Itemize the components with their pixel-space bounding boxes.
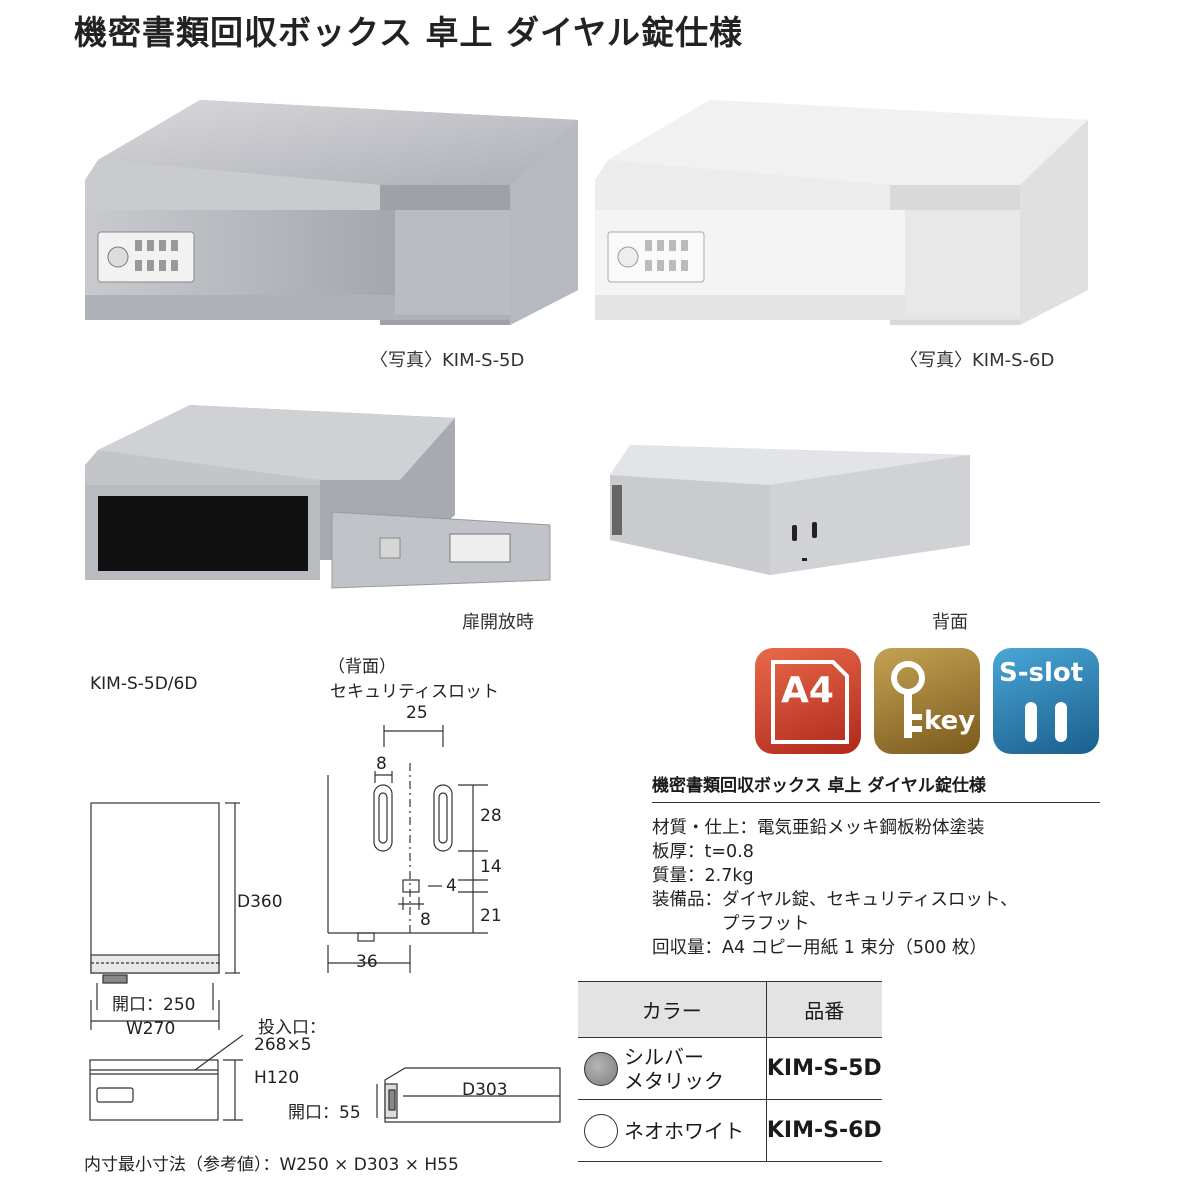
part-number: KIM-S-6D xyxy=(765,1099,882,1162)
dim-8-top: 8 xyxy=(376,754,387,774)
spec-weight: 質量：2.7kg xyxy=(652,866,754,886)
top-view-drawing xyxy=(90,802,240,1030)
slot-icon xyxy=(1025,702,1067,742)
inner-dimension-note: 内寸最小寸法（参考値）：W250 × D303 × H55 xyxy=(84,1155,459,1175)
dim-opening-55: 開口：55 xyxy=(288,1103,361,1123)
color-cell: ネオホワイト xyxy=(578,1099,766,1162)
part-header: 品番 xyxy=(765,981,882,1038)
key-icon xyxy=(891,661,925,738)
dim-28: 28 xyxy=(480,806,502,826)
silver-box-photo xyxy=(85,100,578,325)
spec-equipment: 装備品：ダイヤル錠、セキュリティスロット、 xyxy=(652,890,1018,910)
table-row: シルバーメタリック KIM-S-5D xyxy=(578,1037,882,1100)
dim-opening-250: 開口：250 xyxy=(112,995,196,1015)
color-table: カラー 品番 シルバーメタリック KIM-S-5D ネオホワイト KIM-S-6… xyxy=(578,981,882,1162)
dim-8-bottom: 8 xyxy=(420,910,431,930)
dim-w270: W270 xyxy=(126,1019,176,1039)
silver-swatch xyxy=(584,1051,618,1086)
key-badge-label: key xyxy=(924,706,976,736)
spec-title: 機密書類回収ボックス 卓上 ダイヤル錠仕様 xyxy=(652,776,986,796)
a4-badge-label: A4 xyxy=(781,670,834,711)
s-slot-badge-label: S-slot xyxy=(999,658,1084,688)
page-title: 機密書類回収ボックス 卓上 ダイヤル錠仕様 xyxy=(74,13,743,52)
dim-d303: D303 xyxy=(462,1080,508,1100)
color-name-line1: シルバー xyxy=(624,1044,704,1069)
key-badge: key xyxy=(874,648,980,754)
security-slot-drawing xyxy=(327,725,488,973)
open-door-photo xyxy=(85,405,551,589)
side-view-drawing xyxy=(376,1067,561,1123)
a4-badge: A4 xyxy=(755,648,861,754)
white-photo-caption: 〈写真〉KIM-S-6D xyxy=(900,350,1055,371)
inlet-label-2: 268×5 xyxy=(254,1035,312,1055)
part-number: KIM-S-5D xyxy=(765,1037,882,1100)
color-name: ネオホワイト xyxy=(624,1118,744,1143)
color-cell: シルバーメタリック xyxy=(578,1037,766,1100)
back-view-photo xyxy=(610,445,970,575)
silver-photo-caption: 〈写真〉KIM-S-5D xyxy=(370,350,525,371)
front-view-drawing xyxy=(89,1034,244,1121)
spec-capacity: 回収量：A4 コピー用紙 1 束分（500 枚） xyxy=(652,938,987,958)
spec-equipment-cont: プラフット xyxy=(652,914,810,934)
spec-divider xyxy=(652,802,1100,803)
dim-4: 4 xyxy=(446,876,457,896)
rear-label: （背面） xyxy=(328,657,396,677)
white-swatch xyxy=(584,1113,618,1148)
inlet-label-1: 投入口： xyxy=(258,1018,326,1038)
color-name-line2: メタリック xyxy=(624,1068,724,1093)
spec-list: 材質・仕上：電気亜鉛メッキ鋼板粉体塗装 板厚：t=0.8 質量：2.7kg 装備… xyxy=(652,816,1018,960)
back-view-caption: 背面 xyxy=(932,612,968,633)
dim-h120: H120 xyxy=(254,1068,300,1088)
s-slot-badge: S-slot xyxy=(993,648,1099,754)
open-door-caption: 扉開放時 xyxy=(462,612,534,633)
color-header: カラー xyxy=(578,981,766,1038)
model-label: KIM-S-5D/6D xyxy=(90,674,198,694)
spec-thickness: 板厚：t=0.8 xyxy=(652,842,754,862)
dim-21: 21 xyxy=(480,906,502,926)
dim-14: 14 xyxy=(480,857,502,877)
document-icon xyxy=(771,660,849,744)
spec-material: 材質・仕上：電気亜鉛メッキ鋼板粉体塗装 xyxy=(652,818,985,838)
table-row: ネオホワイト KIM-S-6D xyxy=(578,1099,882,1162)
white-box-photo xyxy=(595,100,1088,325)
dim-36: 36 xyxy=(356,952,378,972)
dim-d360: D360 xyxy=(237,892,283,912)
dim-25: 25 xyxy=(406,703,428,723)
security-slot-label: セキュリティスロット xyxy=(330,682,499,702)
